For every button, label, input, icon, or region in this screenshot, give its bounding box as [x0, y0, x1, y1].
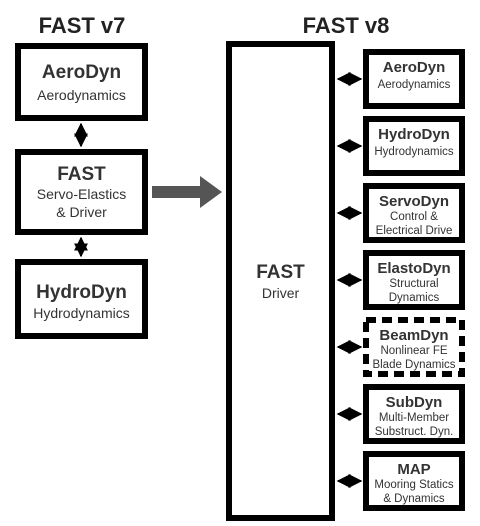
v8-subdyn-desc: Substruct. Dyn. [375, 426, 454, 438]
v8-aerodyn-name: AeroDyn [383, 59, 446, 76]
v8-servodyn-desc: Control & [390, 211, 438, 223]
v8-driver-desc: Driver [262, 285, 300, 301]
v8-elastodyn-desc: Dynamics [389, 292, 440, 304]
transition-arrow-icon [152, 176, 222, 208]
v7-fast-desc-line1: Servo-Elastics [37, 186, 126, 202]
v8-beamdyn-name: BeamDyn [379, 327, 448, 344]
v8-servodyn-desc: Electrical Drive [376, 225, 453, 237]
v8-hydrodyn-name: HydroDyn [378, 126, 450, 143]
v8-driver-name: FAST [256, 262, 305, 283]
v8-map-name: MAP [397, 461, 430, 478]
v7-fast-desc-line2: & Driver [56, 204, 107, 220]
v8-module-list: AeroDynAerodynamicsHydroDynHydrodynamics… [336, 49, 465, 511]
v8-subdyn-name: SubDyn [386, 394, 443, 411]
v8-beamdyn-desc: Blade Dynamics [372, 359, 455, 371]
v7-aerodyn-desc: Aerodynamics [37, 87, 126, 103]
v8-aerodyn-desc: Aerodynamics [378, 79, 451, 91]
v7-title: FAST v7 [39, 13, 126, 38]
v8-subdyn-desc: Multi-Member [379, 412, 449, 424]
v8-elastodyn-name: ElastoDyn [377, 260, 450, 277]
v7-module-fast: FAST Servo-Elastics & Driver [15, 149, 148, 235]
v7-module-aerodyn: AeroDyn Aerodynamics [15, 43, 148, 121]
v8-title: FAST v8 [303, 13, 390, 38]
v8-hydrodyn-desc: Hydrodynamics [374, 146, 453, 158]
v7-aerodyn-name: AeroDyn [42, 62, 121, 83]
v7-fast-name: FAST [57, 164, 106, 185]
v7-module-hydrodyn: HydroDyn Hydrodynamics [15, 259, 148, 339]
v7-hydrodyn-name: HydroDyn [36, 282, 127, 303]
v7-hydrodyn-desc: Hydrodynamics [33, 305, 129, 321]
v8-driver: FAST Driver [226, 41, 335, 521]
v8-beamdyn-desc: Nonlinear FE [380, 345, 447, 357]
v8-servodyn-name: ServoDyn [379, 193, 449, 210]
v8-map-desc: & Dynamics [383, 493, 445, 505]
v8-elastodyn-desc: Structural [389, 278, 438, 290]
v8-map-desc: Mooring Statics [374, 479, 454, 491]
